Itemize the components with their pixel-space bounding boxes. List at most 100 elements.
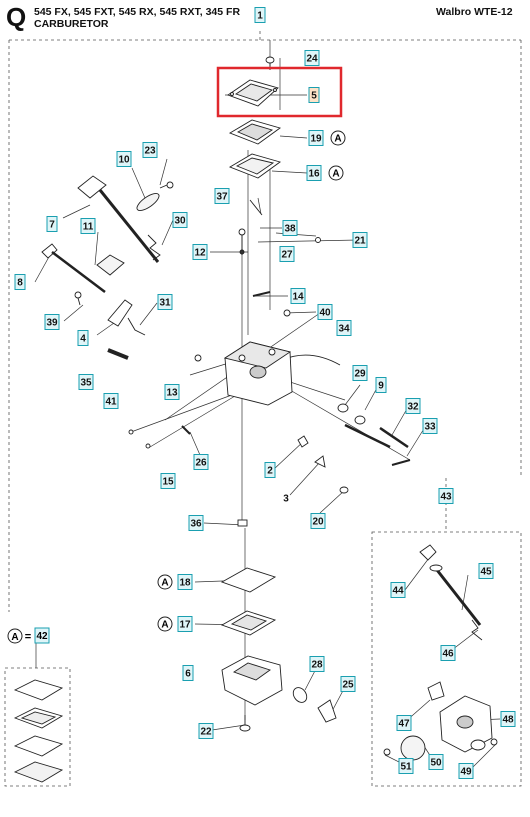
part-callout-31[interactable]: 31 [157, 294, 173, 310]
callout-number-30[interactable]: 30 [174, 216, 186, 227]
callout-box-30[interactable] [172, 212, 188, 228]
part-callout-11[interactable]: 11 [80, 218, 96, 234]
callout-number-33[interactable]: 33 [424, 422, 436, 433]
part-callout-36[interactable]: 36 [188, 515, 204, 531]
part-callout-6[interactable]: 6 [182, 665, 194, 681]
part-callout-41[interactable]: 41 [103, 393, 119, 409]
callout-number-46[interactable]: 46 [442, 649, 454, 660]
callout-number-48[interactable]: 48 [502, 715, 514, 726]
part-callout-13[interactable]: 13 [164, 384, 180, 400]
callout-number-39[interactable]: 39 [46, 318, 58, 329]
part-callout-27[interactable]: 27 [279, 246, 295, 262]
part-callout-17[interactable]: 17 [177, 616, 193, 632]
callout-box-26[interactable] [193, 454, 209, 470]
callout-box-24[interactable] [304, 50, 320, 66]
part-callout-46[interactable]: 46 [440, 645, 456, 661]
part-callout-16[interactable]: 16 [306, 165, 322, 181]
callout-box-38[interactable] [282, 220, 298, 236]
kit-legend-part-box[interactable] [34, 627, 50, 644]
callout-number-5[interactable]: 5 [311, 91, 317, 102]
callout-box-23[interactable] [142, 142, 158, 158]
callout-number-50[interactable]: 50 [430, 758, 442, 769]
callout-number-27[interactable]: 27 [281, 250, 293, 261]
callout-box-20[interactable] [310, 513, 326, 529]
part-callout-15[interactable]: 15 [160, 473, 176, 489]
part-callout-40[interactable]: 40 [317, 304, 333, 320]
part-callout-29[interactable]: 29 [352, 365, 368, 381]
part-callout-10[interactable]: 10 [116, 151, 132, 167]
part-callout-33[interactable]: 33 [422, 418, 438, 434]
callout-number-41[interactable]: 41 [105, 397, 117, 408]
callout-number-38[interactable]: 38 [284, 224, 296, 235]
callout-number-16[interactable]: 16 [308, 169, 320, 180]
callout-number-21[interactable]: 21 [354, 236, 366, 247]
callout-box-4[interactable] [77, 330, 89, 346]
callout-box-36[interactable] [188, 515, 204, 531]
callout-box-39[interactable] [44, 314, 60, 330]
callout-box-14[interactable] [290, 288, 306, 304]
callout-box-35[interactable] [78, 374, 94, 390]
callout-number-2[interactable]: 2 [267, 466, 273, 477]
callout-number-35[interactable]: 35 [80, 378, 92, 389]
part-callout-45[interactable]: 45 [478, 563, 494, 579]
callout-number-25[interactable]: 25 [342, 680, 354, 691]
callout-box-17[interactable] [177, 616, 193, 632]
callout-number-7[interactable]: 7 [49, 220, 55, 231]
part-callout-38[interactable]: 38 [282, 220, 298, 236]
callout-number-43[interactable]: 43 [440, 492, 452, 503]
callout-box-5[interactable] [308, 87, 320, 103]
part-callout-37[interactable]: 37 [214, 188, 230, 204]
callout-box-44[interactable] [390, 582, 406, 598]
callout-box-48[interactable] [500, 711, 516, 727]
callout-number-29[interactable]: 29 [354, 369, 366, 380]
callout-box-45[interactable] [478, 563, 494, 579]
callout-number-17[interactable]: 17 [179, 620, 191, 631]
callout-number-47[interactable]: 47 [398, 719, 410, 730]
part-callout-21[interactable]: 21 [352, 232, 368, 248]
part-callout-47[interactable]: 47 [396, 715, 412, 731]
callout-number-4[interactable]: 4 [80, 334, 86, 345]
callout-number-18[interactable]: 18 [179, 578, 191, 589]
callout-box-43[interactable] [438, 488, 454, 504]
callout-number-34[interactable]: 34 [338, 324, 350, 335]
callout-box-46[interactable] [440, 645, 456, 661]
callout-box-7[interactable] [46, 216, 58, 232]
callout-number-40[interactable]: 40 [319, 308, 331, 319]
part-callout-50[interactable]: 50 [428, 754, 444, 770]
callout-box-18[interactable] [177, 574, 193, 590]
callout-box-21[interactable] [352, 232, 368, 248]
callout-box-16[interactable] [306, 165, 322, 181]
part-callout-23[interactable]: 23 [142, 142, 158, 158]
part-callout-14[interactable]: 14 [290, 288, 306, 304]
part-callout-12[interactable]: 12 [192, 244, 208, 260]
callout-number-11[interactable]: 11 [83, 222, 94, 233]
part-callout-26[interactable]: 26 [193, 454, 209, 470]
callout-number-19[interactable]: 19 [310, 134, 322, 145]
part-callout-4[interactable]: 4 [77, 330, 89, 346]
part-callout-34[interactable]: 34 [336, 320, 352, 336]
callout-number-24[interactable]: 24 [306, 54, 318, 65]
callout-box-37[interactable] [214, 188, 230, 204]
callout-box-12[interactable] [192, 244, 208, 260]
part-callout-44[interactable]: 44 [390, 582, 406, 598]
part-callout-25[interactable]: 25 [340, 676, 356, 692]
callout-box-33[interactable] [422, 418, 438, 434]
part-callout-28[interactable]: 28 [309, 656, 325, 672]
part-callout-18[interactable]: 18 [177, 574, 193, 590]
callout-box-50[interactable] [428, 754, 444, 770]
part-callout-35[interactable]: 35 [78, 374, 94, 390]
callout-number-26[interactable]: 26 [195, 458, 207, 469]
part-callout-19[interactable]: 19 [308, 130, 324, 146]
callout-box-31[interactable] [157, 294, 173, 310]
callout-number-32[interactable]: 32 [407, 402, 419, 413]
part-callout-1[interactable]: 1 [254, 7, 266, 23]
part-callout-7[interactable]: 7 [46, 216, 58, 232]
callout-box-8[interactable] [14, 274, 26, 290]
part-callout-30[interactable]: 30 [172, 212, 188, 228]
part-callout-5[interactable]: 5 [308, 87, 320, 103]
callout-box-27[interactable] [279, 246, 295, 262]
callout-number-45[interactable]: 45 [480, 567, 492, 578]
callout-number-31[interactable]: 31 [159, 298, 171, 309]
callout-box-25[interactable] [340, 676, 356, 692]
part-callout-49[interactable]: 49 [458, 763, 474, 779]
